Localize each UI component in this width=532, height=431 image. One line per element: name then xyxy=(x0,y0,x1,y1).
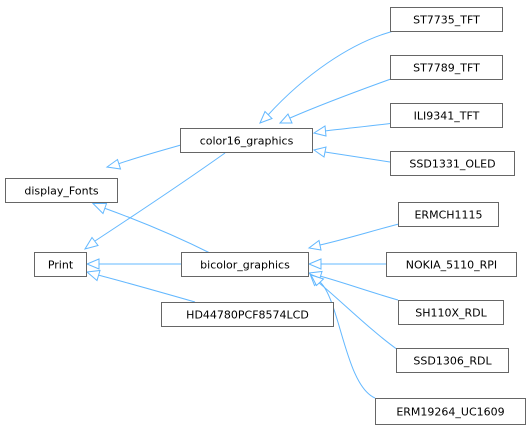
node-label: SSD1331_OLED xyxy=(409,158,495,171)
node-ssd1331-oled[interactable]: SSD1331_OLED xyxy=(390,151,515,176)
node-label: SSD1306_RDL xyxy=(413,355,492,368)
node-sh110x-rdl[interactable]: SH110X_RDL xyxy=(398,300,504,325)
node-label: SH110X_RDL xyxy=(415,307,487,320)
edge-erm19264-to-bicolor xyxy=(309,274,376,399)
node-label: bicolor_graphics xyxy=(200,259,290,272)
edge-bicolor-to-print xyxy=(85,258,182,270)
node-ili9341-tft[interactable]: ILI9341_TFT xyxy=(390,103,503,128)
node-ermch1115[interactable]: ERMCH1115 xyxy=(398,202,499,227)
node-color16-graphics[interactable]: color16_graphics xyxy=(180,128,313,153)
node-print[interactable]: Print xyxy=(34,252,87,277)
edge-st7789-to-color16 xyxy=(278,74,403,124)
edge-ili9341-to-color16 xyxy=(312,121,403,137)
edge-color16-to-print xyxy=(83,152,226,250)
edge-bicolor-to-display-fonts xyxy=(91,203,213,255)
edge-st7735-to-color16 xyxy=(259,28,403,124)
node-hd44780pcf8574lcd[interactable]: HD44780PCF8574LCD xyxy=(161,302,334,327)
node-erm19264-uc1609[interactable]: ERM19264_UC1609 xyxy=(375,398,526,425)
edge-ssd1331-to-color16 xyxy=(312,146,391,163)
edge-hd44780-to-print xyxy=(85,269,196,303)
node-bicolor-graphics[interactable]: bicolor_graphics xyxy=(181,252,309,277)
node-label: NOKIA_5110_RPI xyxy=(406,259,497,272)
node-label: HD44780PCF8574LCD xyxy=(186,309,309,322)
edge-color16-to-display-fonts xyxy=(105,144,182,170)
node-ssd1306-rdl[interactable]: SSD1306_RDL xyxy=(396,348,509,373)
node-label: ERMCH1115 xyxy=(414,209,482,222)
node-nokia-5110-rpi[interactable]: NOKIA_5110_RPI xyxy=(386,252,517,277)
node-label: Print xyxy=(48,259,74,272)
node-st7789-tft[interactable]: ST7789_TFT xyxy=(390,55,503,80)
edge-nokia-to-bicolor xyxy=(307,258,387,270)
node-display-fonts[interactable]: display_Fonts xyxy=(5,178,118,203)
node-label: ERM19264_UC1609 xyxy=(396,406,504,419)
node-label: color16_graphics xyxy=(200,135,294,148)
node-st7735-tft[interactable]: ST7735_TFT xyxy=(390,7,503,32)
node-label: display_Fonts xyxy=(24,185,99,198)
node-label: ST7735_TFT xyxy=(413,14,480,27)
node-label: ILI9341_TFT xyxy=(414,110,480,123)
node-label: ST7789_TFT xyxy=(413,62,480,75)
edge-ermch1115-to-bicolor xyxy=(307,223,400,251)
